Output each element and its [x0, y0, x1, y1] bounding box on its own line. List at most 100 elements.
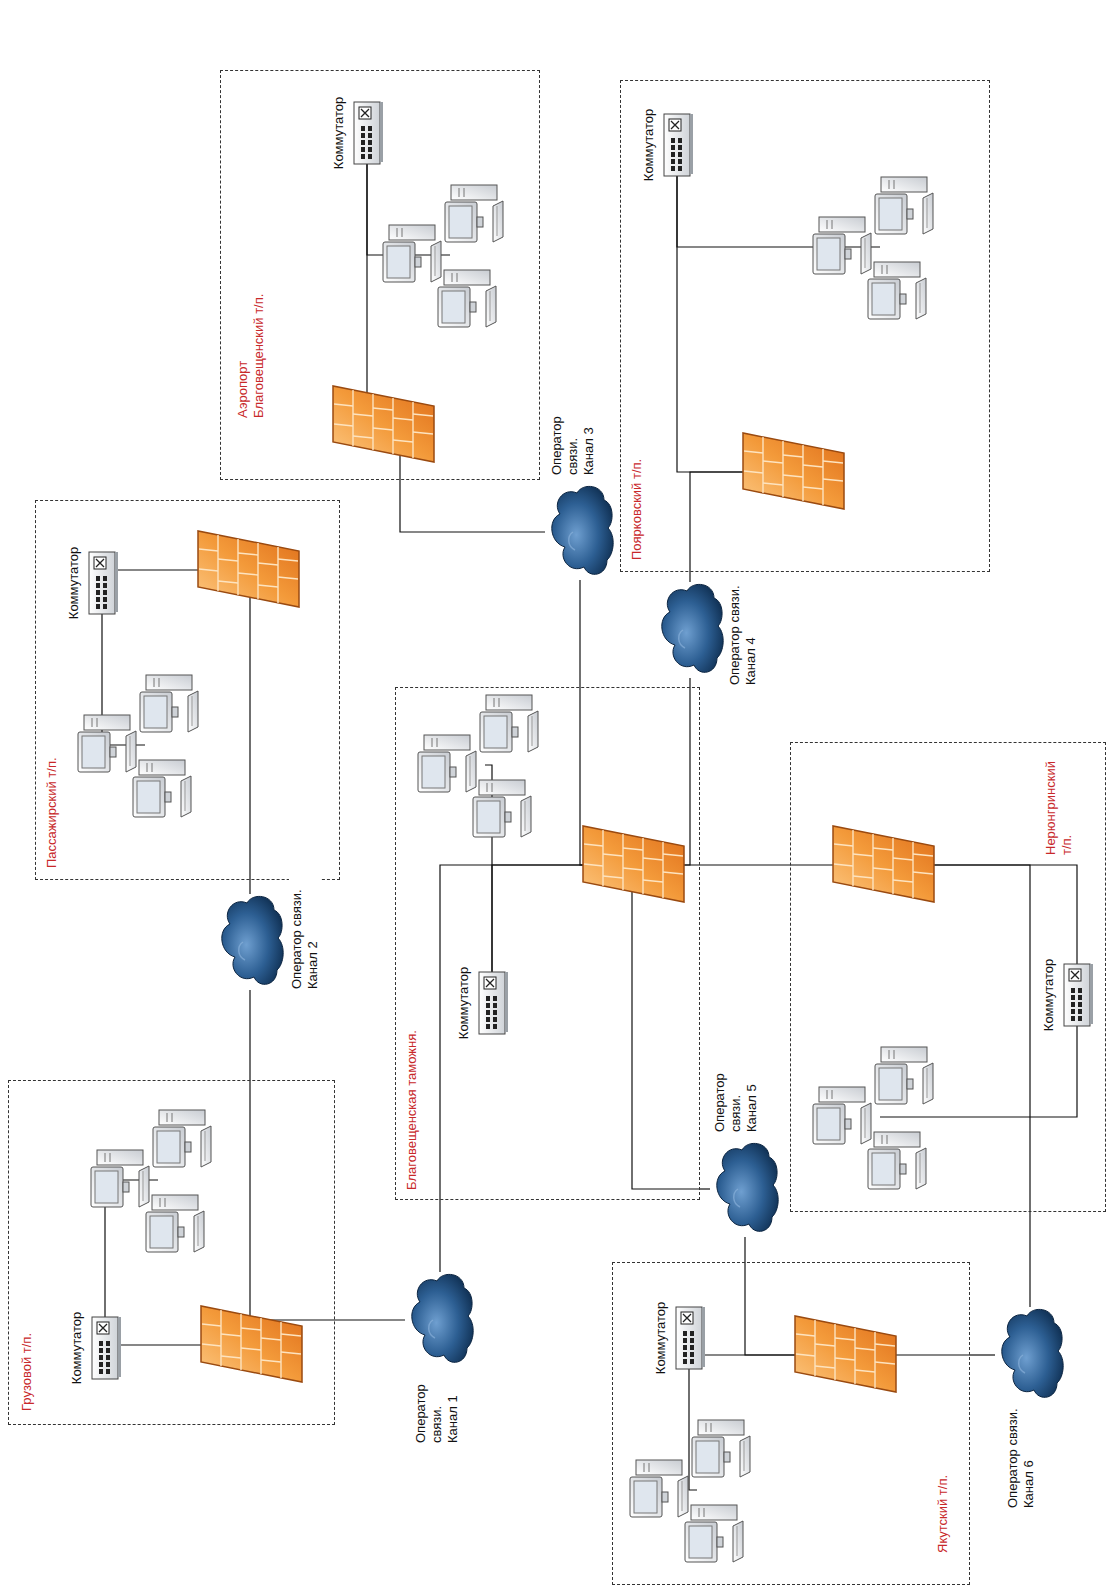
switch-icon — [350, 101, 384, 165]
site-area: Поярковский т/п. Коммутатор — [620, 80, 990, 572]
channel-line — [689, 678, 690, 687]
computer-icons — [89, 1104, 229, 1254]
cloud-shape — [655, 582, 725, 678]
firewall-link — [632, 865, 700, 1189]
switch-node: Коммутатор — [456, 957, 509, 1049]
site-area: Якутский т/п. Коммутатор — [612, 1262, 970, 1585]
switch-node: Коммутатор — [66, 537, 119, 629]
channel-line — [400, 480, 545, 532]
switch-label: Коммутатор — [653, 1300, 669, 1376]
channel-label: Оператор связи. Канал 5 — [712, 1061, 760, 1133]
switch-icon — [475, 971, 509, 1035]
site-title: Якутский т/п. — [935, 1474, 951, 1554]
site-title: Благовещенская таможня. — [404, 1029, 420, 1191]
channel-line — [335, 1319, 405, 1320]
firewall-icon — [199, 1304, 304, 1384]
channel-line — [579, 580, 580, 687]
switch-shape — [85, 551, 119, 615]
site-title: Грузовой т/п. — [19, 1332, 35, 1412]
site-area: Аэропорт Благовещенский т/п. Коммутатор — [220, 70, 540, 480]
cloud-shape — [545, 484, 615, 580]
channel-line — [1029, 1212, 1030, 1307]
computer-icons — [76, 669, 216, 819]
switch-label: Коммутатор — [69, 1310, 85, 1386]
firewall-icon — [196, 529, 301, 609]
site-title: Пассажирский т/п. — [44, 756, 60, 869]
site-area: Благовещенская таможня. Коммутатор — [395, 687, 700, 1200]
site-title: Нерюнгринский т/п. — [1043, 749, 1075, 856]
operator-cloud: Оператор связи. Канал 4 — [655, 582, 725, 678]
channel-label: Оператор связи. Канал 6 — [1005, 1407, 1037, 1509]
firewall-shape — [831, 824, 936, 904]
switch-icon — [88, 1316, 122, 1380]
channel-line — [700, 864, 790, 865]
switch-shape — [88, 1316, 122, 1380]
switch-icon — [85, 551, 119, 615]
switch-node: Коммутатор — [1041, 949, 1094, 1041]
firewall-shape — [199, 1304, 304, 1384]
firewall-shape — [581, 824, 686, 904]
switch-shape — [475, 971, 509, 1035]
operator-cloud: Оператор связи. Канал 1 — [405, 1272, 475, 1368]
cloud-shape — [215, 894, 285, 990]
switch-label: Коммутатор — [456, 965, 472, 1041]
switch-shape — [1060, 963, 1094, 1027]
channel-label: Оператор связи. Канал 1 — [413, 1374, 461, 1444]
computer-icons — [416, 689, 556, 839]
switch-node: Коммутатор — [653, 1292, 706, 1384]
site-title: Аэропорт Благовещенский т/п. — [235, 267, 267, 419]
firewall-shape — [793, 1314, 898, 1394]
switch-shape — [350, 101, 384, 165]
firewall-icon — [741, 431, 846, 511]
channel-label: Оператор связи. Канал 2 — [289, 878, 321, 990]
firewall-link — [249, 1080, 250, 1345]
cloud-shape — [995, 1307, 1065, 1403]
firewall-link — [247, 570, 250, 880]
firewall-icon — [793, 1314, 898, 1394]
switch-shape — [672, 1306, 706, 1370]
lan-link — [677, 145, 792, 472]
operator-cloud: Оператор связи. Канал 2 — [215, 894, 285, 990]
computer-group — [628, 1414, 768, 1564]
cloud-shape — [710, 1141, 780, 1237]
computer-group — [381, 179, 521, 329]
channel-line — [249, 880, 250, 894]
firewall-link — [882, 865, 1030, 1212]
switch-shape — [660, 113, 694, 177]
firewall-link — [440, 865, 632, 1200]
site-title: Поярковский т/п. — [629, 458, 645, 561]
computer-group — [416, 689, 556, 839]
site-area: Нерюнгринский т/п. Коммутатор — [790, 742, 1106, 1212]
channel-label: Оператор связи. Канал 3 — [549, 404, 597, 476]
lan-link — [367, 133, 382, 425]
switch-label: Коммутатор — [1041, 957, 1057, 1033]
channel-label: Оператор связи. Канал 4 — [727, 574, 759, 686]
switch-label: Коммутатор — [66, 545, 82, 621]
firewall-icon — [581, 824, 686, 904]
computer-group — [89, 1104, 229, 1254]
computer-group — [811, 1041, 951, 1191]
computer-group — [811, 171, 951, 321]
switch-icon — [1060, 963, 1094, 1027]
channel-line — [249, 990, 250, 1080]
switch-label: Коммутатор — [641, 107, 657, 183]
operator-cloud: Оператор связи. Канал 6 — [995, 1307, 1065, 1403]
channel-line — [970, 1354, 995, 1355]
switch-icon — [672, 1306, 706, 1370]
site-area: Пассажирский т/п. Коммутатор — [35, 500, 340, 880]
computer-icons — [381, 179, 521, 329]
switch-icon — [660, 113, 694, 177]
operator-cloud: Оператор связи. Канал 3 — [545, 484, 615, 580]
switch-node: Коммутатор — [641, 99, 694, 191]
channel-line — [744, 1237, 745, 1262]
firewall-shape — [741, 431, 846, 511]
firewall-icon — [331, 384, 436, 464]
firewall-icon — [831, 824, 936, 904]
site-area: Грузовой т/п. Коммутатор — [8, 1080, 335, 1425]
computer-group — [76, 669, 216, 819]
channel-line — [689, 572, 690, 582]
channel-line — [700, 1188, 710, 1189]
switch-label: Коммутатор — [331, 95, 347, 171]
switch-node: Коммутатор — [69, 1302, 122, 1394]
